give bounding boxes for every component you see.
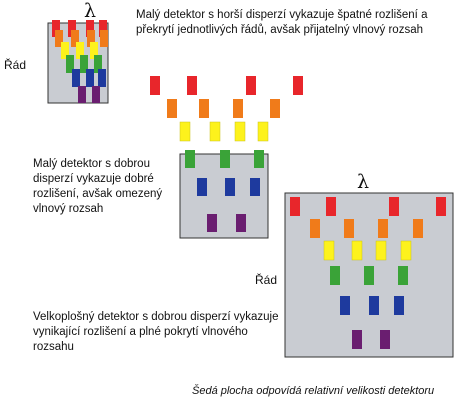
order-yellow [76, 42, 84, 59]
order-green [398, 266, 408, 285]
order-red [389, 197, 399, 216]
order-red [86, 20, 94, 37]
order-orange [344, 219, 354, 238]
order-orange [310, 219, 320, 238]
order-yellow [323, 240, 335, 261]
order-blue [250, 178, 260, 196]
order-red [68, 20, 76, 37]
order-blue [340, 296, 350, 315]
order-yellow [209, 121, 221, 142]
order-blue [197, 178, 207, 196]
order-yellow [61, 42, 69, 59]
order-orange [378, 219, 388, 238]
order-red [436, 197, 446, 216]
order-orange [167, 99, 177, 118]
order-green [94, 55, 102, 73]
order-green [330, 266, 340, 285]
order-yellow [400, 240, 412, 261]
order-red [326, 197, 336, 216]
order-orange [55, 30, 63, 47]
order-yellow [257, 121, 269, 142]
order-green [80, 55, 88, 73]
order-orange [233, 99, 243, 118]
order-blue [72, 69, 80, 87]
order-yellow [351, 240, 363, 261]
order-yellow [234, 121, 246, 142]
order-orange [413, 219, 423, 238]
order-green [364, 266, 374, 285]
order-red [150, 76, 160, 95]
order-axis-label-detector-3: Řád [255, 273, 278, 287]
order-red [187, 76, 197, 95]
detector-3-spectral-orders [290, 197, 446, 349]
footnote: Šedá plocha odpovídá relativní velikosti… [192, 385, 435, 397]
order-red [293, 76, 303, 95]
order-red [246, 76, 256, 95]
order-blue [369, 296, 379, 315]
detector-3-description: Velkoplošný detektor s dobrou disperzí v… [33, 311, 279, 353]
order-orange [100, 30, 108, 47]
lambda-label-detector-3: λ [357, 171, 370, 193]
order-green [185, 150, 195, 168]
order-axis-label-detector-1: Řád [4, 58, 27, 72]
order-orange [87, 30, 95, 47]
order-blue [394, 296, 404, 315]
order-purple [207, 214, 217, 232]
order-blue [225, 178, 235, 196]
order-red [290, 197, 300, 216]
order-purple [352, 330, 362, 349]
order-yellow [179, 121, 191, 142]
detector-2-spectral-orders [185, 150, 264, 232]
order-yellow [90, 42, 98, 59]
detector-1-description: Malý detektor s horší disperzí vykazuje … [136, 9, 428, 36]
order-red [52, 20, 60, 37]
order-orange [270, 99, 280, 118]
detector-1-spectral-orders [52, 20, 108, 103]
order-purple [236, 214, 246, 232]
detector-2-description: Malý detektor s dobrou disperzí vykazuje… [33, 158, 163, 215]
order-yellow [375, 240, 387, 261]
order-orange [71, 30, 79, 47]
order-green [66, 55, 74, 73]
order-blue [86, 69, 94, 87]
order-purple [78, 86, 86, 103]
lambda-label-detector-1: λ [84, 0, 97, 22]
detector-2-orders-outside [150, 76, 303, 142]
order-orange [199, 99, 209, 118]
order-purple [92, 86, 100, 103]
order-green [254, 150, 264, 168]
order-purple [380, 330, 390, 349]
order-blue [98, 69, 106, 87]
order-green [220, 150, 230, 168]
order-red [99, 20, 107, 37]
